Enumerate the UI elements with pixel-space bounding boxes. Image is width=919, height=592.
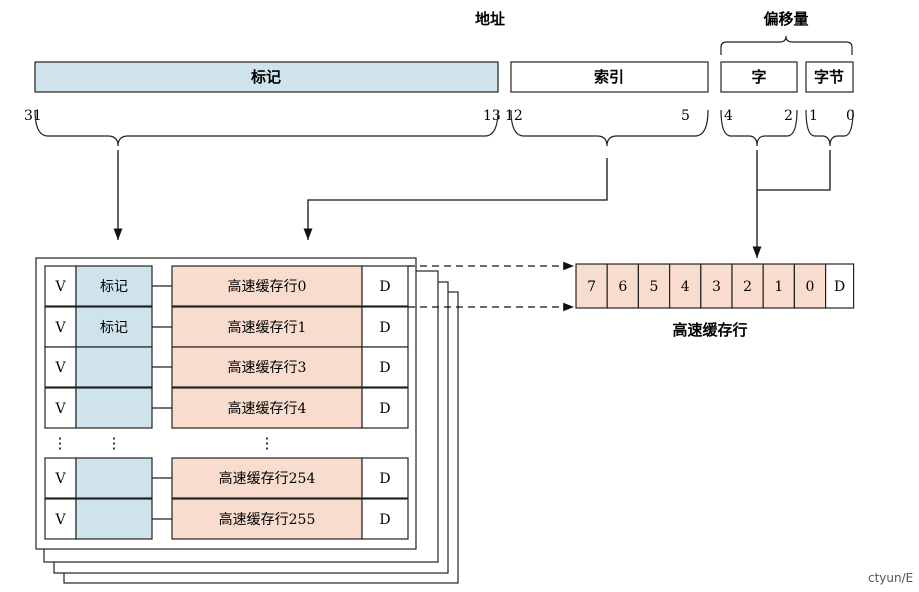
cache-line-cell (171, 457, 363, 499)
dirty-label: D (379, 512, 390, 528)
cache-line-label: 高速缓存行3 (228, 359, 307, 376)
bit-2: 2 (784, 108, 793, 124)
byte-cell-label: 4 (681, 279, 690, 295)
ellipsis-2: ⋮ (260, 434, 275, 452)
valid-cell (44, 346, 77, 388)
address-title: 地址 (475, 10, 505, 28)
tag-cell (75, 265, 153, 307)
dirty-cell (361, 306, 409, 348)
cache-line: 7 6 5 4 3 2 1 0 D (575, 263, 855, 309)
word-brace (720, 109, 798, 147)
cache-line-label: 高速缓存行4 (228, 400, 307, 417)
cache-line-caption: 高速缓存行 (672, 321, 747, 339)
dirty-label: D (379, 360, 390, 376)
word-field (720, 61, 798, 93)
line-dirty-cell (824, 263, 855, 309)
index-field-label: 索引 (594, 68, 624, 86)
dirty-cell (361, 346, 409, 388)
tag-field-label: 标记 (250, 68, 281, 86)
tag-cell (75, 387, 153, 429)
line-dirty-label: D (834, 279, 845, 295)
dirty-cell (361, 457, 409, 499)
valid-label: V (54, 512, 66, 528)
dirty-label: D (379, 279, 390, 295)
cache-row: V 标记 高速缓存行0 D (44, 265, 409, 307)
cache-line-label: 高速缓存行0 (228, 278, 307, 295)
valid-cell (44, 498, 77, 540)
cache-line-label: 高速缓存行254 (219, 470, 316, 487)
byte-field-label: 字节 (814, 68, 844, 86)
index-brace (510, 109, 709, 147)
dirty-label: D (379, 320, 390, 336)
byte-cell (700, 263, 733, 309)
valid-label: V (54, 471, 66, 487)
byte-cell-label: 7 (587, 279, 596, 295)
watermark: ctyun/E (868, 571, 913, 585)
offset-title: 偏移量 (763, 10, 808, 28)
cache-row: V 高速缓存行4 D (44, 387, 409, 429)
ellipsis-1: ⋮ (107, 434, 122, 452)
tag-cell (75, 346, 153, 388)
byte-cell (637, 263, 671, 309)
bit-1: 1 (809, 108, 818, 124)
dirty-cell (361, 498, 409, 540)
tag-field (34, 61, 499, 93)
cache-row: V 高速缓存行254 D (44, 457, 409, 499)
dirty-cell (361, 265, 409, 307)
byte-cell (575, 263, 608, 309)
cache-row: V 高速缓存行255 D (44, 498, 409, 540)
tag-cell (75, 306, 153, 348)
bit-31: 31 (24, 108, 42, 124)
cache-row: V 标记 高速缓存行1 D (44, 306, 409, 348)
valid-cell (44, 265, 77, 307)
bit-5: 5 (681, 108, 690, 124)
valid-label: V (54, 320, 66, 336)
dirty-label: D (379, 471, 390, 487)
valid-label: V (54, 401, 66, 417)
byte-cell-label: 2 (743, 279, 752, 295)
byte-cell (668, 263, 702, 309)
tag-brace (34, 109, 499, 147)
tag-cell-label: 标记 (100, 320, 128, 336)
index-arrow (303, 158, 608, 240)
cache-line-cell (171, 346, 363, 388)
dirty-cell (361, 387, 409, 429)
bit-12: 12 (505, 108, 523, 124)
bit-0: 0 (846, 108, 855, 124)
ellipsis-0: ⋮ (53, 434, 68, 452)
byte-cell-label: 1 (774, 279, 783, 295)
dirty-label: D (379, 401, 390, 417)
offset-bracket (720, 35, 853, 55)
valid-label: V (54, 360, 66, 376)
byte-field (805, 61, 854, 93)
offset-join (756, 150, 831, 191)
tag-cell (75, 457, 153, 499)
tag-cell-label: 标记 (100, 279, 128, 295)
byte-brace (805, 109, 854, 147)
tag-cell (75, 498, 153, 540)
byte-cell-label: 5 (650, 279, 659, 295)
bit-13: 13 (483, 108, 501, 124)
index-field (510, 61, 709, 93)
cache-line-cell (171, 306, 363, 348)
cache-line-label: 高速缓存行255 (219, 511, 316, 528)
byte-cell-label: 3 (712, 279, 721, 295)
cache-line-cell (171, 387, 363, 429)
bit-4: 4 (724, 108, 733, 124)
cache-row: V 高速缓存行3 D (44, 346, 409, 388)
cache-line-label: 高速缓存行1 (228, 319, 307, 336)
byte-cell (762, 263, 796, 309)
byte-cell-label: 6 (618, 279, 627, 295)
word-field-label: 字 (751, 68, 766, 86)
byte-cell-label: 0 (806, 279, 815, 295)
cache-line-cell (171, 498, 363, 540)
valid-label: V (54, 279, 66, 295)
cache-line-cell (171, 265, 363, 307)
